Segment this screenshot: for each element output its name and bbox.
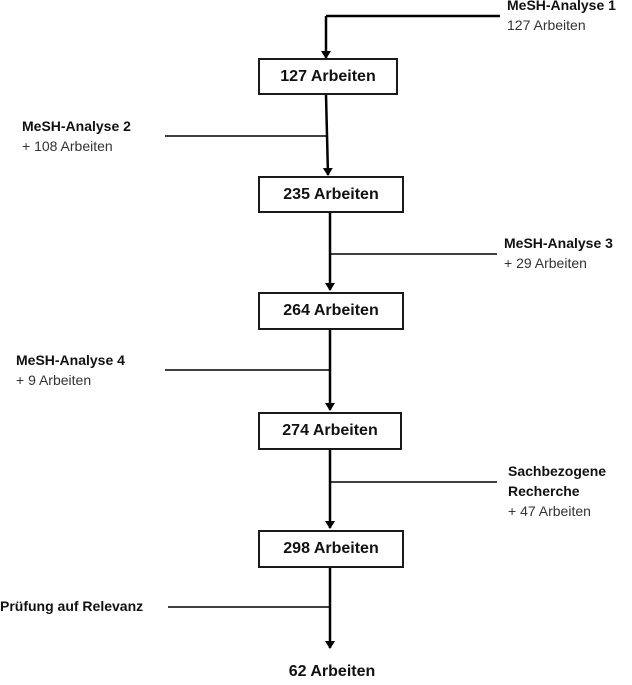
input-1-count: 127 Arbeiten: [507, 17, 586, 33]
box-stage-5-label: 298 Arbeiten: [283, 540, 379, 557]
input-5-count: + 47 Arbeiten: [508, 503, 591, 519]
input-3-title: MeSH-Analyse 3: [504, 235, 613, 251]
box-stage-2: 235 Arbeiten: [258, 176, 404, 213]
filter-title: Prüfung auf Relevanz: [0, 598, 144, 614]
input-label-2: MeSH-Analyse 2 + 108 Arbeiten: [22, 116, 131, 156]
input-3-count: + 29 Arbeiten: [504, 255, 587, 271]
input-label-5: Sachbezogene Recherche + 47 Arbeiten: [508, 461, 606, 521]
input-label-4: MeSH-Analyse 4 + 9 Arbeiten: [16, 350, 125, 390]
input-label-3: MeSH-Analyse 3 + 29 Arbeiten: [504, 233, 613, 273]
box-stage-5: 298 Arbeiten: [258, 530, 404, 568]
input-5-title-line2: Recherche: [508, 483, 580, 499]
input-2-title: MeSH-Analyse 2: [22, 118, 131, 134]
box-stage-4: 274 Arbeiten: [258, 412, 402, 450]
final-result: 62 Arbeiten: [288, 663, 376, 680]
input-4-count: + 9 Arbeiten: [16, 372, 92, 388]
input-1-title: MeSH-Analyse 1: [507, 0, 616, 13]
box-stage-4-label: 274 Arbeiten: [282, 422, 378, 439]
input-4-title: MeSH-Analyse 4: [16, 352, 125, 368]
input-2-count: + 108 Arbeiten: [22, 138, 113, 154]
box-stage-1: 127 Arbeiten: [258, 58, 398, 95]
box-stage-3: 264 Arbeiten: [258, 292, 404, 330]
filter-label: Prüfung auf Relevanz: [0, 596, 143, 616]
box-stage-3-label: 264 Arbeiten: [283, 302, 379, 319]
arrow-box1-box2: [322, 94, 333, 176]
box-stage-2-label: 235 Arbeiten: [283, 185, 379, 203]
input-label-1: MeSH-Analyse 1 127 Arbeiten: [507, 0, 616, 35]
input-5-title: Sachbezogene: [508, 463, 607, 479]
box-stage-1-label: 127 Arbeiten: [280, 67, 376, 85]
